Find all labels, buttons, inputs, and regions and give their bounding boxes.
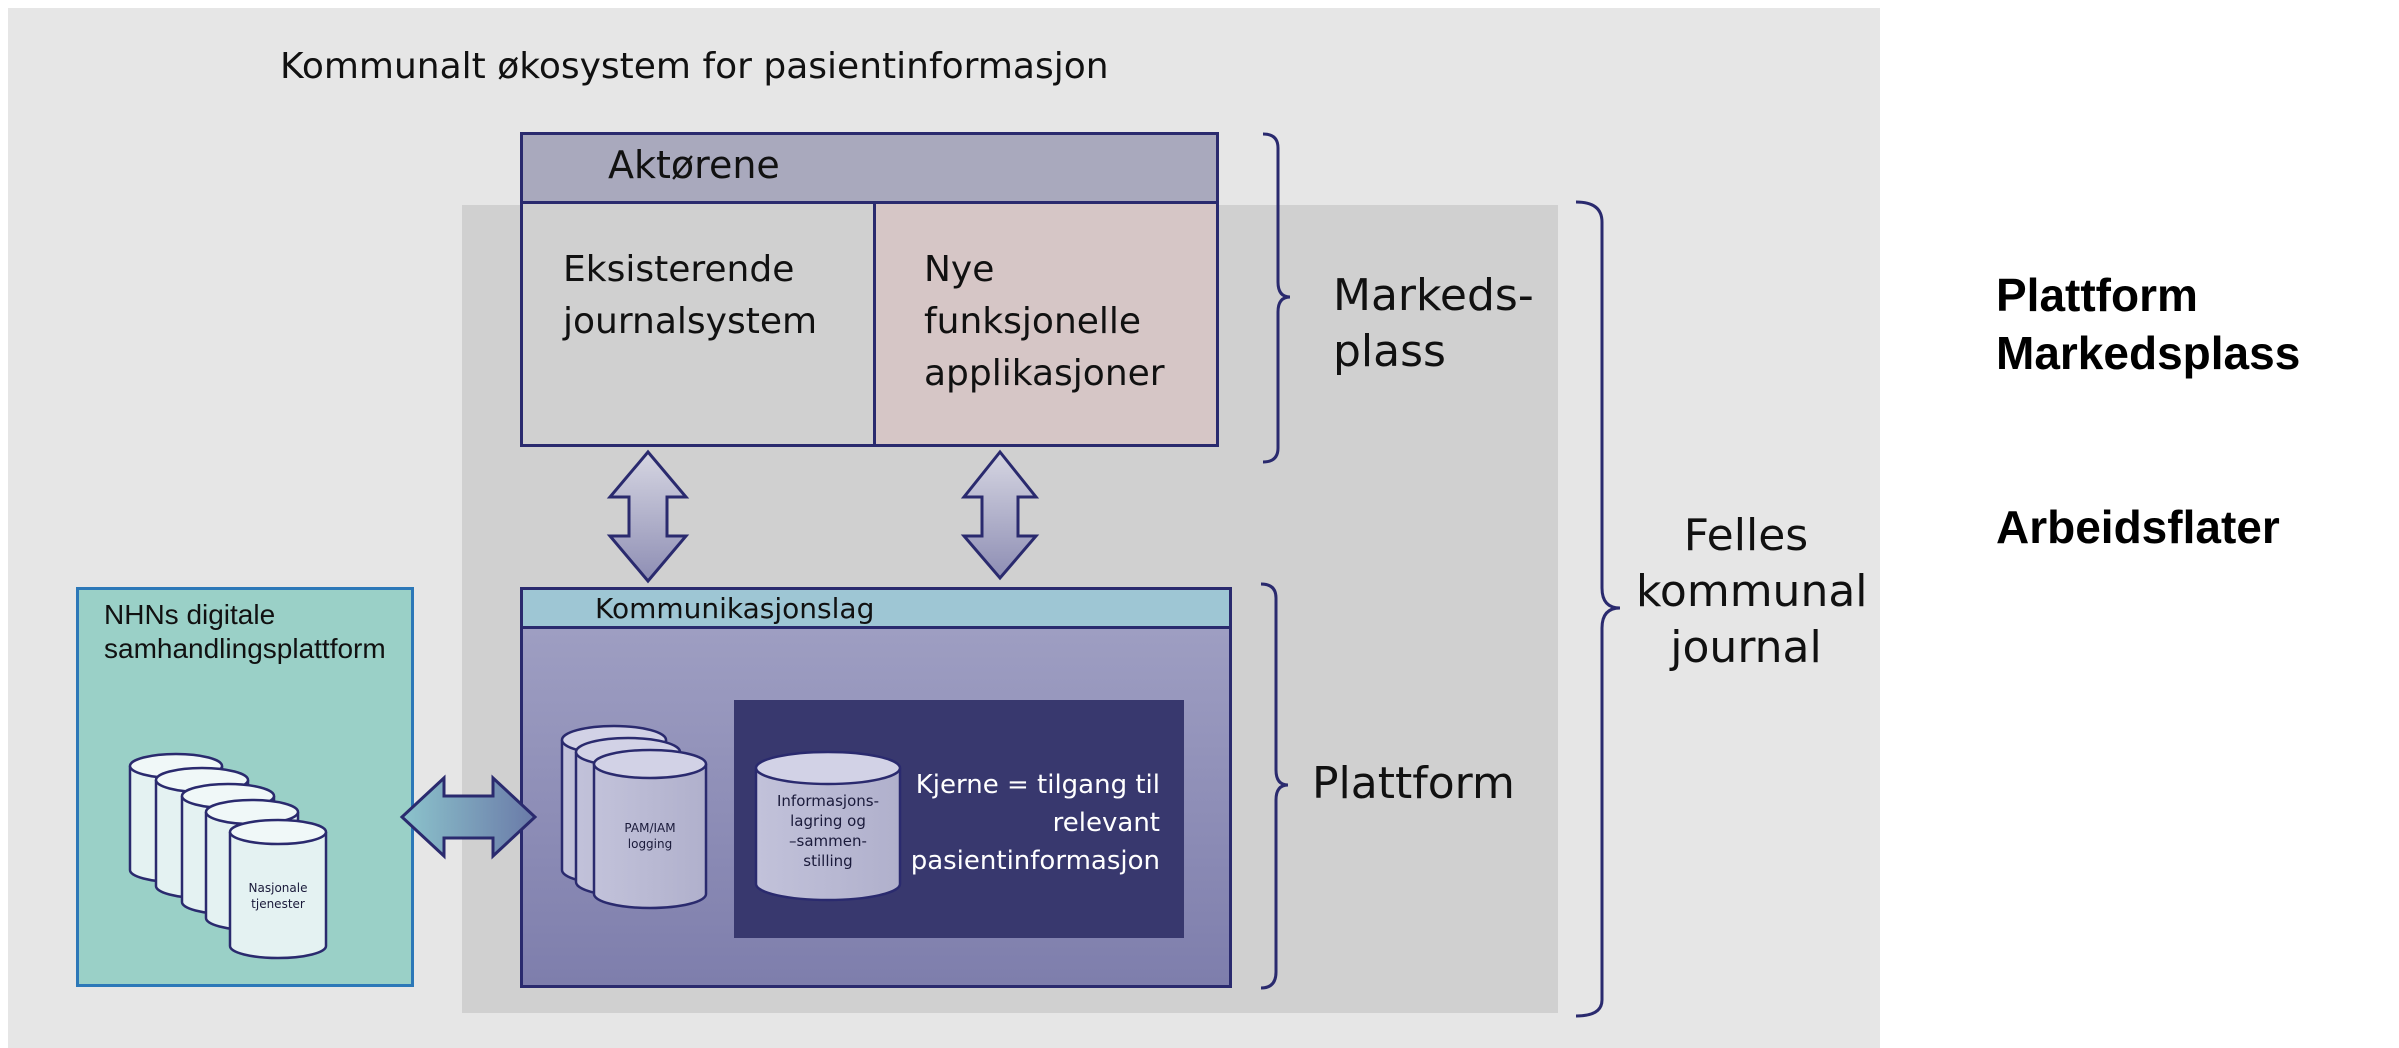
info-storage-label-4: stilling [803, 852, 852, 870]
double-arrow-left-icon [606, 449, 690, 584]
communication-layer-label: Kommunikasjonslag [595, 592, 875, 625]
bracket-plattform-icon [1260, 582, 1289, 990]
existing-journal-system-box: Eksisterende journalsystem [520, 201, 876, 447]
new-functional-apps-box: Nye funksjonelle applikasjoner [873, 201, 1219, 447]
pam-iam-label-2: logging [628, 837, 672, 851]
horizontal-double-arrow-icon [399, 774, 538, 860]
bracket-felles-icon [1575, 200, 1621, 1018]
felles-line-3: journal [1670, 622, 1822, 673]
side-label-line-1: Plattform [1996, 269, 2198, 321]
new-apps-line-3: applikasjoner [924, 353, 1165, 394]
markedsplass-line-1: Markeds- [1333, 270, 1534, 321]
nhn-title-line-2: samhandlingsplattform [104, 633, 386, 664]
felles-line-2: kommunal [1636, 566, 1868, 617]
actors-header-label: Aktørene [608, 143, 780, 187]
new-apps-line-2: funksjonelle [924, 301, 1142, 342]
pam-iam-label-1: PAM/IAM [624, 821, 675, 835]
felles-line-1: Felles [1683, 510, 1809, 561]
existing-line-2: journalsystem [563, 301, 818, 342]
side-label-arbeidsflater: Arbeidsflater [1996, 501, 2280, 553]
info-storage-label-2: lagring og [790, 812, 866, 830]
communication-layer: Kommunikasjonslag [520, 587, 1232, 629]
side-label-plattform-markedsplass: Plattform Markedsplass [1996, 266, 2300, 382]
existing-journal-system-label: Eksisterende journalsystem [563, 244, 817, 348]
ecosystem-title: Kommunalt økosystem for pasientinformasj… [280, 46, 1109, 87]
felles-kommunal-journal-label: Felles kommunal journal [1636, 508, 1868, 676]
side-label-line-2: Markedsplass [1996, 327, 2301, 379]
pam-iam-cylinders-icon [560, 724, 708, 910]
nhn-platform-title: NHNs digitale samhandlingsplattform [104, 598, 386, 666]
bracket-markedsplass-icon [1262, 132, 1291, 464]
info-storage-cylinder-icon [754, 750, 902, 902]
markedsplass-label: Markeds- plass [1333, 268, 1534, 380]
nhn-title-line-1: NHNs digitale [104, 599, 276, 630]
existing-line-1: Eksisterende [563, 249, 795, 290]
markedsplass-line-2: plass [1333, 326, 1446, 377]
double-arrow-right-icon [960, 449, 1040, 581]
info-storage-label-3: –sammen- [789, 832, 867, 850]
core-text: Kjerne = tilgang til relevant pasientinf… [910, 770, 1160, 876]
new-apps-line-1: Nye [924, 249, 995, 290]
national-services-label-2: tjenester [251, 897, 305, 911]
new-functional-apps-label: Nye funksjonelle applikasjoner [924, 244, 1165, 400]
plattform-label: Plattform [1312, 758, 1515, 809]
national-services-label-1: Nasjonale [249, 881, 308, 895]
national-services-cylinders-icon [128, 752, 328, 960]
info-storage-label-1: Informasjons- [777, 792, 879, 810]
brackets [1260, 132, 1621, 1018]
